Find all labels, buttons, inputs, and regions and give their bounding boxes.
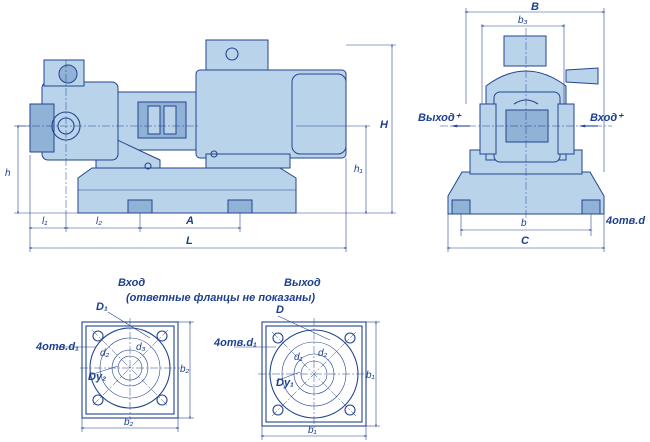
outlet-flange: D 4отв.d₁ d₁ d₂ Dy₁ b₁ b₁ (213, 304, 380, 440)
front-cable-gland (565, 67, 599, 85)
dim-b: b (521, 218, 527, 229)
dim-b3: b₃ (518, 15, 528, 26)
outlet-dim-Dy: Dy₁ (276, 377, 294, 389)
side-view (18, 39, 347, 214)
dim-A: A (185, 215, 194, 227)
outlet-dim-d2: d₂ (318, 348, 328, 359)
label-inlet-front: Вход⁺ (590, 112, 624, 124)
inlet-dim-d3: d₃ (136, 342, 146, 353)
label-outlet-front: Выход⁺ (418, 112, 462, 124)
front-flange-left (479, 103, 497, 155)
base-foot-left (127, 199, 153, 214)
valve-knob-icon (58, 64, 78, 84)
motor-endcap (291, 73, 347, 155)
dim-holes-front: 4отв.d (605, 215, 645, 227)
terminal-gland-icon (225, 47, 239, 61)
inlet-flange: D₁ 4отв.d₁ d₂ d₃ Dy₂ b₂ b₂ (35, 301, 194, 432)
inlet-dim-b2-h: b₂ (124, 417, 134, 428)
base-foot-right (227, 199, 253, 214)
base-frame (77, 167, 297, 214)
front-view (440, 28, 612, 218)
dim-h1: h₁ (354, 164, 363, 175)
outlet-dim-D: D (276, 304, 284, 316)
inlet-dim-holes: 4отв.d₁ (35, 341, 79, 353)
coupling (137, 101, 187, 139)
rotation-arrow-icon (513, 99, 539, 105)
front-foot-right (581, 199, 601, 215)
terminal-box (205, 39, 269, 71)
pump-flange (29, 103, 55, 153)
dim-l1: l₁ (42, 216, 47, 227)
dim-B: B (531, 1, 539, 13)
title-inlet-flange: Вход (118, 277, 145, 289)
inlet-dim-D: D₁ (96, 301, 108, 313)
motor-feet (205, 153, 291, 169)
dim-h: h (5, 168, 11, 179)
outlet-dim-holes: 4отв.d₁ (213, 337, 257, 349)
outlet-dim-d1: d₁ (294, 352, 303, 363)
outlet-dim-b1-v: b₁ (366, 370, 375, 381)
inlet-dim-b2-v: b₂ (180, 364, 190, 375)
dim-L: L (186, 235, 193, 247)
dim-C: C (521, 235, 530, 247)
front-foot-left (451, 199, 471, 215)
inlet-dim-d2: d₂ (100, 348, 110, 359)
title-outlet-flange: Выход (284, 277, 321, 289)
outlet-dim-b1-h: b₁ (308, 425, 317, 436)
inlet-dim-Dy: Dy₂ (88, 371, 106, 383)
front-flange-right (557, 103, 575, 155)
dim-H: H (380, 119, 389, 131)
front-terminal-box (503, 35, 547, 67)
side-dimensions: H h₁ h l₁ l₂ A L (5, 43, 396, 252)
flange-note: (ответные фланцы не показаны) (126, 292, 315, 304)
front-dimensions: B b₃ Выход⁺ Вход⁺ b C 4отв.d (418, 1, 645, 252)
dim-l2: l₂ (96, 216, 102, 227)
